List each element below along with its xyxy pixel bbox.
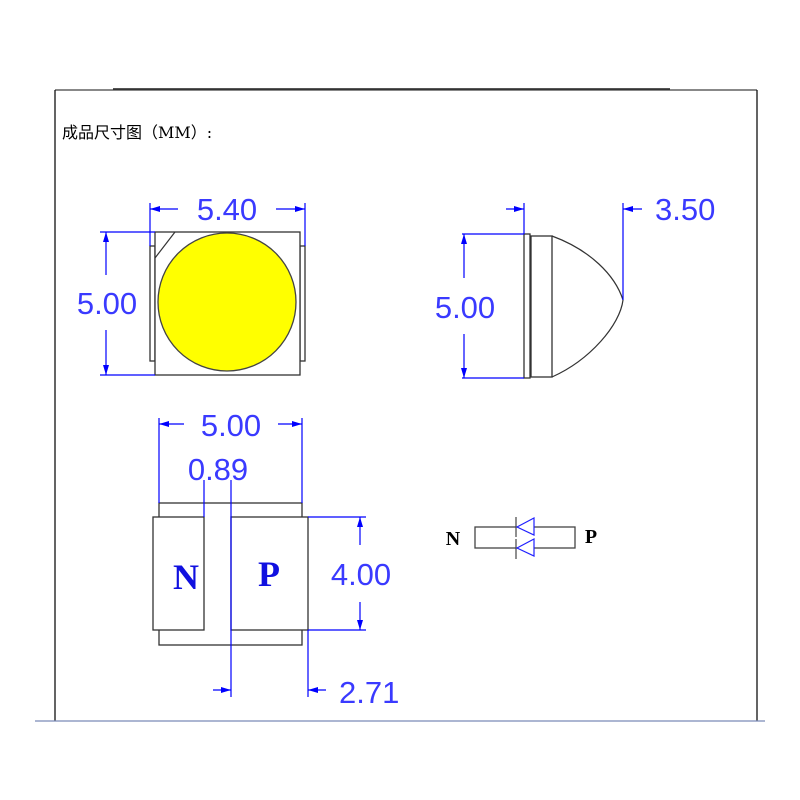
pad-gap-dimension: 0.89 [188, 452, 248, 487]
n-pad [152, 516, 205, 631]
pad-height-dimension: 4.00 [331, 557, 391, 592]
led-triangle-icon [515, 538, 535, 557]
led-triangle-icon [515, 517, 535, 536]
side-depth-dimension: 3.50 [655, 192, 715, 227]
p-pad [230, 516, 309, 631]
bottom-width-dimension: 5.00 [201, 408, 261, 443]
drawing-title: 成品尺寸图（MM）: [62, 123, 212, 142]
top-width-dimension: 5.40 [197, 192, 257, 227]
symbol-p-label: P [585, 526, 597, 548]
top-view: 5.40 5.00 [77, 192, 306, 376]
top-height-dimension: 5.00 [77, 286, 137, 321]
n-pad-label: N [173, 557, 199, 597]
side-height-dimension: 5.00 [435, 290, 495, 325]
frame [35, 88, 765, 722]
bottom-view: N P 5.00 0.89 4.00 2.71 [152, 408, 399, 710]
led-lens [157, 232, 297, 372]
side-view: 5.00 3.50 [435, 192, 715, 379]
diode-symbol: N P [446, 517, 597, 559]
symbol-n-label: N [446, 528, 461, 550]
p-pad-label: P [258, 554, 280, 594]
pad-offset-dimension: 2.71 [339, 675, 399, 710]
